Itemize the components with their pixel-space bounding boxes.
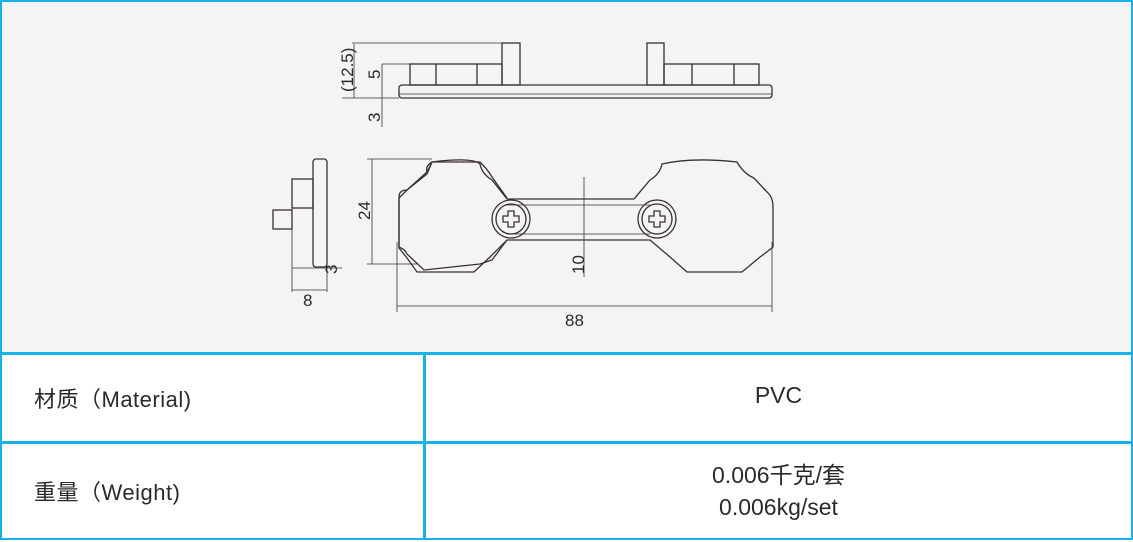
dim-bar-width: 10: [569, 255, 588, 274]
dim-block-height: 5: [365, 70, 384, 79]
dim-width: 24: [355, 201, 374, 220]
dim-base-thickness: 3: [365, 113, 384, 122]
technical-drawing: (12.5) 5 3 8 3: [2, 2, 1131, 355]
dim-height-total: (12.5): [338, 48, 357, 92]
weight-value-cell: 0.006千克/套 0.006kg/set: [426, 444, 1131, 538]
weight-value-en: 0.006kg/set: [719, 494, 838, 520]
dim-side-depth: 8: [303, 291, 312, 310]
front-view: 24 10 88: [355, 158, 774, 330]
material-row: 材质（Material) PVC: [2, 355, 1131, 444]
dim-side-thickness: 3: [322, 265, 341, 274]
top-view: (12.5) 5 3: [338, 42, 773, 127]
drawing-svg: (12.5) 5 3 8 3: [272, 42, 774, 330]
weight-row: 重量（Weight) 0.006千克/套 0.006kg/set: [2, 444, 1131, 538]
material-value-cell: PVC: [426, 355, 1131, 441]
weight-value-cn: 0.006千克/套: [712, 462, 845, 488]
dim-length: 88: [565, 311, 584, 330]
weight-label: 重量（Weight): [2, 444, 426, 538]
screw-left: [491, 199, 531, 239]
material-label: 材质（Material): [2, 355, 426, 441]
material-value: PVC: [754, 382, 803, 408]
side-view: 8 3: [272, 158, 342, 310]
screw-right: [637, 199, 677, 239]
